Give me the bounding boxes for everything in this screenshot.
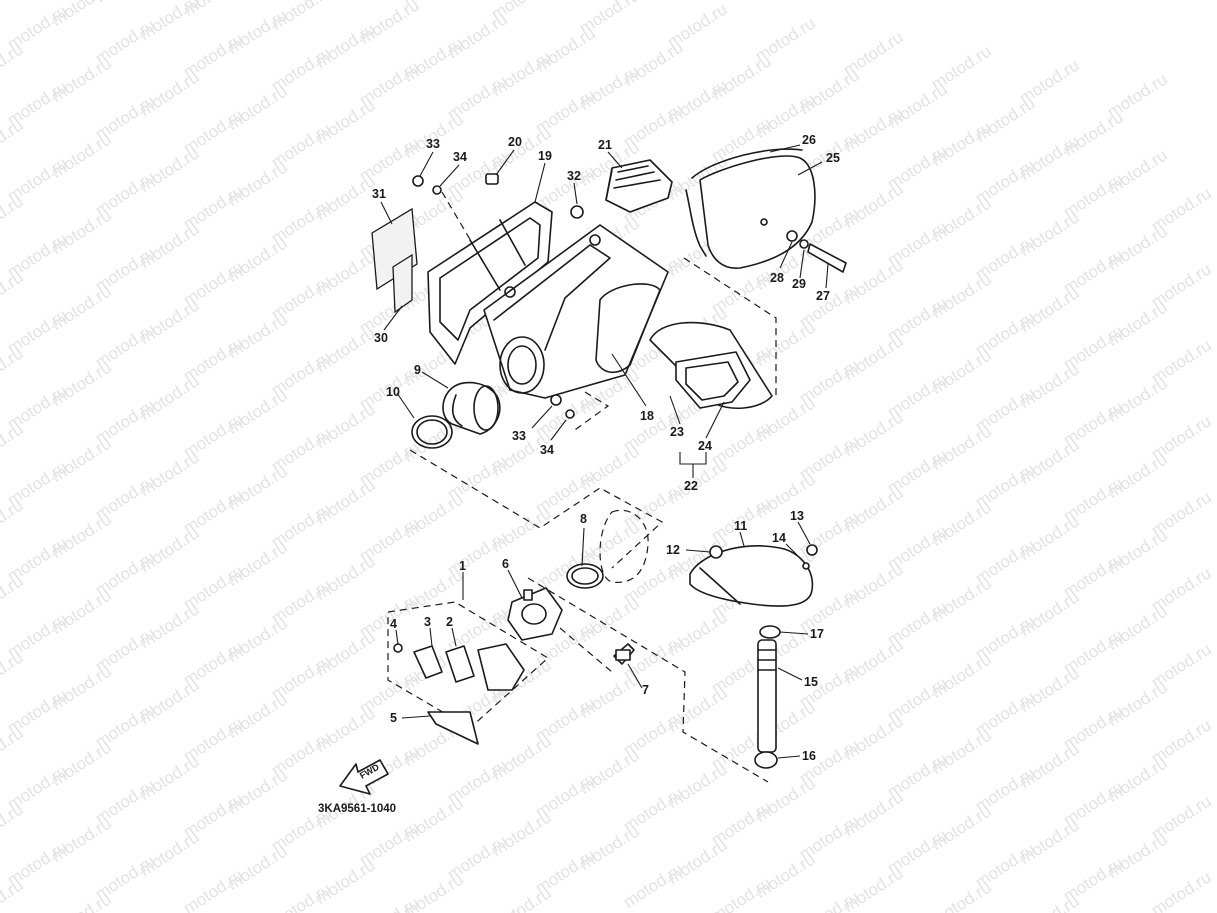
air-filter-element-23-24 (649, 321, 773, 410)
clamp-8 (566, 563, 604, 589)
callout-3: 3 (424, 615, 431, 629)
callout-19: 19 (538, 149, 552, 163)
cover-11 (689, 544, 818, 607)
callout-9: 9 (414, 363, 421, 377)
callout-11: 11 (734, 519, 747, 533)
callout-26: 26 (802, 133, 816, 147)
callout-14: 14 (772, 531, 786, 545)
carburetor-joint-9 (442, 381, 501, 435)
callout-20: 20 (508, 135, 522, 149)
callout-31: 31 (372, 187, 386, 201)
callout-18: 18 (640, 409, 654, 423)
air-box-cover-19 (427, 201, 553, 365)
callout-27: 27 (816, 289, 830, 303)
air-box-body-18 (483, 224, 669, 399)
callout-1: 1 (459, 559, 466, 573)
callout-32: 32 (567, 169, 581, 183)
callout-33-lower: 33 (512, 429, 526, 443)
hose-clamp-10 (411, 415, 453, 449)
callout-labels: 33 34 20 19 21 32 26 25 31 30 28 29 27 9… (372, 133, 840, 763)
reed-valve-assembly-1 (393, 643, 525, 745)
callout-4: 4 (390, 617, 397, 631)
callout-21: 21 (598, 138, 612, 152)
part-number-label: 3KA9561-1040 (318, 803, 396, 815)
callout-30: 30 (374, 331, 388, 345)
callout-28: 28 (770, 271, 784, 285)
intake-duct-21 (605, 159, 673, 213)
carburetor-outline (599, 509, 649, 583)
manifold-6 (507, 587, 563, 641)
callout-13: 13 (790, 509, 804, 523)
callout-33: 33 (426, 137, 440, 151)
callout-2: 2 (446, 615, 453, 629)
callout-17: 17 (810, 627, 824, 641)
callout-8: 8 (580, 512, 587, 526)
callout-10: 10 (386, 385, 400, 399)
breather-hose-15 (754, 625, 781, 769)
callout-34: 34 (453, 150, 467, 164)
callout-25: 25 (826, 151, 840, 165)
side-cover-25 (685, 148, 816, 269)
fasteners-upper (412, 173, 847, 419)
callout-6: 6 (502, 557, 509, 571)
callout-7: 7 (642, 683, 649, 697)
element-sheet-30 (392, 253, 413, 314)
callout-16: 16 (802, 749, 816, 763)
callout-12: 12 (666, 543, 680, 557)
callout-34-lower: 34 (540, 443, 554, 457)
callout-29: 29 (792, 277, 806, 291)
forward-direction-arrow: FWD (339, 759, 389, 795)
callout-24: 24 (698, 439, 712, 453)
callout-15: 15 (804, 675, 818, 689)
callout-5: 5 (390, 711, 397, 725)
bolt-7 (613, 643, 635, 665)
callout-22: 22 (684, 479, 698, 493)
leader-lines (380, 144, 829, 759)
callout-23: 23 (670, 425, 684, 439)
